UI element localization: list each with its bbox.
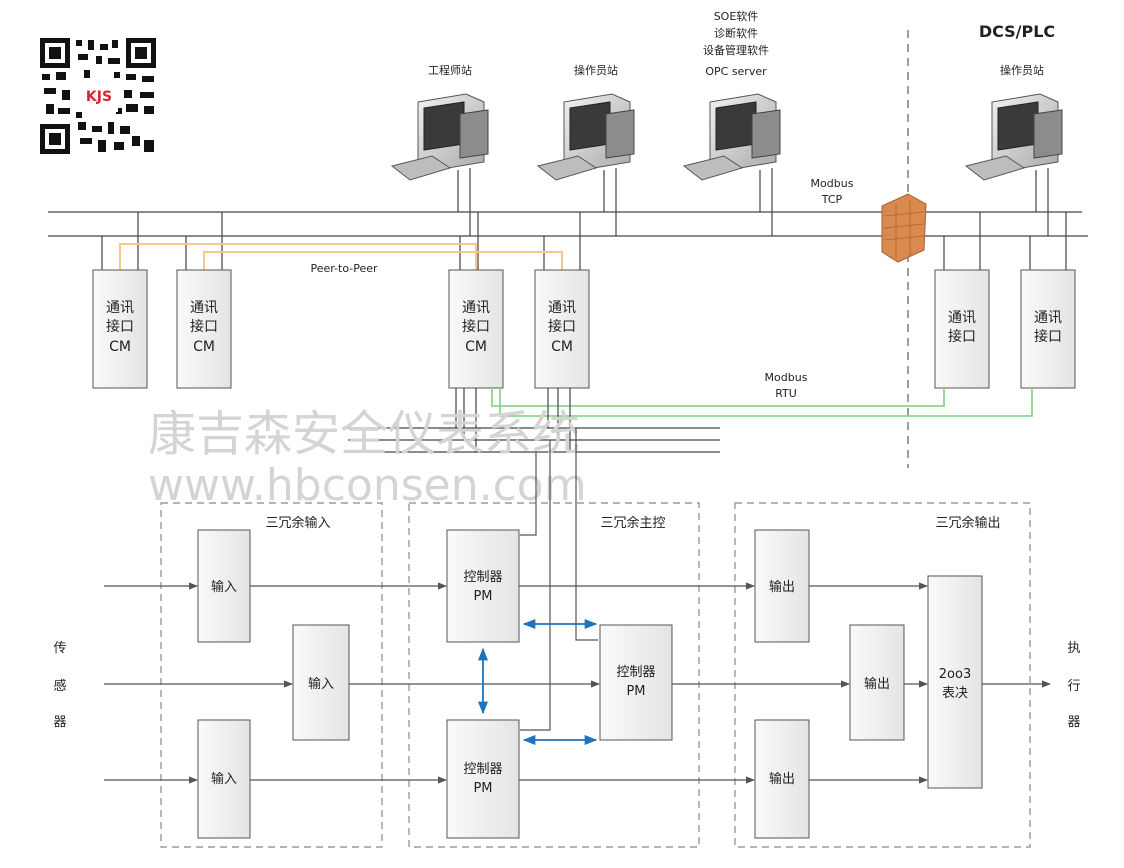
actuator-label: 执 行 器 — [1067, 641, 1080, 730]
operator-station-label: 操作员站 — [574, 63, 618, 77]
sensor-char-2: 感 — [53, 678, 66, 694]
network-buses — [48, 211, 1088, 237]
controller-block-3: 控制器 PM — [446, 719, 520, 839]
dcs-interface-label-2: 接口 — [1034, 328, 1062, 345]
voter-label-2: 表决 — [942, 686, 968, 701]
sync-arrows — [477, 618, 598, 746]
voter-block: 2oo3 表决 — [927, 575, 983, 789]
cm-module-1: 通讯 接口 CM — [92, 269, 148, 389]
software-line-opc: OPC server — [705, 65, 767, 78]
soe-computer-icon — [682, 93, 781, 181]
input-block-1: 输入 — [197, 529, 251, 643]
cm-label-3: CM — [551, 339, 573, 355]
cm-label-1: 通讯 — [548, 300, 576, 316]
controller-bus-links — [520, 428, 598, 731]
cm-label-1: 通讯 — [106, 300, 134, 316]
actuator-char-3: 器 — [1067, 715, 1080, 730]
software-line-soe: SOE软件 — [714, 9, 759, 23]
pm-label: PM — [473, 781, 492, 796]
pm-label: PM — [473, 589, 492, 604]
cm-drop-lines — [101, 212, 1067, 270]
section-input-title: 三冗余输入 — [265, 515, 330, 531]
input-label: 输入 — [211, 771, 237, 787]
output-label: 输出 — [769, 579, 795, 595]
controller-block-2: 控制器 PM — [599, 624, 673, 741]
voter-label-1: 2oo3 — [939, 667, 971, 682]
output-label: 输出 — [864, 676, 890, 692]
sensor-char-1: 传 — [53, 641, 66, 656]
dcs-operator-computer-icon — [964, 93, 1063, 181]
input-block-2: 输入 — [292, 624, 350, 741]
cm-label-2: 接口 — [548, 318, 576, 335]
logo-text: KJS — [86, 89, 112, 105]
peer-to-peer-label: Peer-to-Peer — [310, 262, 378, 275]
sensor-label: 传 感 器 — [53, 641, 66, 730]
cm-label-3: CM — [109, 339, 131, 355]
cm-module-3: 通讯 接口 CM — [448, 269, 504, 389]
dcs-interface-label-1: 通讯 — [1034, 310, 1062, 326]
pm-label: PM — [626, 684, 645, 699]
modbus-tcp-label-2: TCP — [821, 193, 843, 206]
modbus-rtu-label-2: RTU — [775, 387, 797, 400]
dcs-operator-station-label: 操作员站 — [1000, 63, 1044, 77]
engineer-station-label: 工程师站 — [428, 63, 472, 77]
cm-label-1: 通讯 — [462, 300, 490, 316]
actuator-char-2: 行 — [1067, 679, 1080, 694]
cm-label-3: CM — [465, 339, 487, 355]
watermark-line-1: 康吉森安全仪表系统 — [148, 406, 580, 462]
dcs-interface-label-1: 通讯 — [948, 310, 976, 326]
input-label: 输入 — [211, 579, 237, 595]
output-block-1: 输出 — [754, 529, 810, 643]
output-block-3: 输出 — [754, 719, 810, 839]
software-line-asset: 设备管理软件 — [703, 43, 769, 57]
input-label: 输入 — [308, 676, 334, 692]
sensor-char-3: 器 — [53, 715, 66, 730]
controller-label: 控制器 — [463, 762, 502, 777]
cm-label-2: 接口 — [462, 318, 490, 335]
actuator-char-1: 执 — [1067, 641, 1080, 656]
engineer-computer-icon — [390, 93, 489, 181]
section-output-title: 三冗余输出 — [935, 515, 1000, 531]
cm-module-4: 通讯 接口 CM — [534, 269, 590, 389]
dcs-interface-2: 通讯 接口 — [1020, 269, 1076, 389]
dcs-interface-1: 通讯 接口 — [934, 269, 990, 389]
firewall-icon — [881, 193, 927, 263]
output-block-2: 输出 — [849, 624, 905, 741]
dcs-plc-title: DCS/PLC — [979, 22, 1055, 41]
software-line-diag: 诊断软件 — [714, 26, 758, 40]
input-block-3: 输入 — [197, 719, 251, 839]
operator-computer-icon — [536, 93, 635, 181]
cm-module-2: 通讯 接口 CM — [176, 269, 232, 389]
software-list: SOE软件 诊断软件 设备管理软件 OPC server — [703, 9, 769, 78]
qr-logo: KJS — [40, 38, 156, 154]
cm-label-2: 接口 — [190, 318, 218, 335]
station-drop-lines — [457, 168, 1049, 236]
controller-label: 控制器 — [463, 570, 502, 585]
internal-bus — [348, 388, 720, 453]
controller-label: 控制器 — [616, 665, 655, 680]
signal-arrows — [104, 582, 1051, 784]
cm-label-1: 通讯 — [190, 300, 218, 316]
modbus-rtu-label-1: Modbus — [765, 371, 808, 384]
cm-label-2: 接口 — [106, 318, 134, 335]
section-control-title: 三冗余主控 — [600, 515, 665, 531]
dcs-interface-label-2: 接口 — [948, 328, 976, 345]
modbus-rtu-lines — [491, 388, 1033, 417]
controller-block-1: 控制器 PM — [446, 529, 520, 643]
section-frames — [160, 502, 1031, 848]
cm-label-3: CM — [193, 339, 215, 355]
output-label: 输出 — [769, 771, 795, 787]
peer-to-peer-lines — [119, 243, 563, 270]
modbus-tcp-label-1: Modbus — [811, 177, 854, 190]
